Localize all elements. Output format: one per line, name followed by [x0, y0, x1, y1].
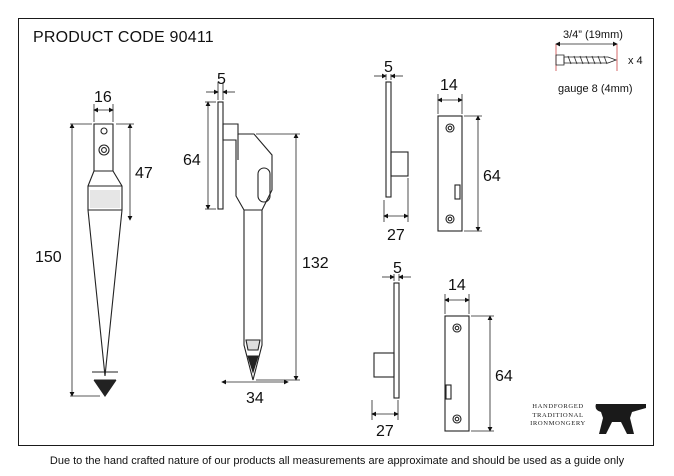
logo-line-2: TRADITIONAL	[532, 411, 584, 419]
keep-lower-height-dim: 64	[495, 368, 513, 385]
keep-lower-dimension-lines	[371, 274, 494, 432]
keep-upper-height-dim: 64	[483, 168, 501, 185]
disclaimer-footer: Due to the hand crafted nature of our pr…	[49, 455, 625, 467]
drawing-frame	[18, 18, 654, 446]
screw-length-label: 3/4” (19mm)	[563, 29, 623, 41]
keep-lower-depth-dim: 27	[376, 423, 394, 440]
handle-width-dim: 16	[94, 89, 112, 106]
screw-quantity-label: x 4	[628, 55, 643, 67]
handle-front-view	[87, 123, 123, 397]
keep-lower-thickness-dim: 5	[393, 260, 402, 277]
handle-side-view	[217, 101, 273, 381]
keep-upper-width-dim: 14	[440, 77, 458, 94]
handle-length-dim: 150	[35, 249, 62, 266]
side-dimension-lines	[205, 82, 300, 385]
screw-illustration	[555, 41, 618, 71]
keep-upper-dimension-lines	[374, 73, 482, 232]
logo-line-3: IRONMONGERY	[530, 420, 586, 427]
screw-gauge-label: gauge 8 (4mm)	[558, 83, 633, 95]
product-code-title: PRODUCT CODE 90411	[33, 29, 214, 46]
handle-top-dim: 47	[135, 165, 153, 182]
brand-logo: HANDFORGED TRADITIONAL IRONMONGERY	[525, 403, 645, 441]
anvil-logo-icon	[595, 404, 646, 434]
handle-dimension-lines	[69, 104, 134, 397]
keep-upper-depth-dim: 27	[387, 227, 405, 244]
keep-upper-thickness-dim: 5	[384, 59, 393, 76]
keep-lower-width-dim: 14	[448, 277, 466, 294]
side-thickness-dim: 5	[217, 71, 226, 88]
brand-logo-text: HANDFORGED TRADITIONAL IRONMONGERY	[525, 403, 591, 429]
side-top-dim: 64	[183, 152, 201, 169]
logo-line-1: HANDFORGED	[532, 403, 584, 410]
keep-lower-side-view	[373, 282, 400, 399]
keep-upper-front-view	[437, 115, 463, 232]
keep-upper-side-view	[385, 81, 409, 198]
side-length-dim: 132	[302, 255, 329, 272]
side-base-dim: 34	[246, 390, 264, 407]
keep-lower-front-view	[444, 315, 470, 432]
